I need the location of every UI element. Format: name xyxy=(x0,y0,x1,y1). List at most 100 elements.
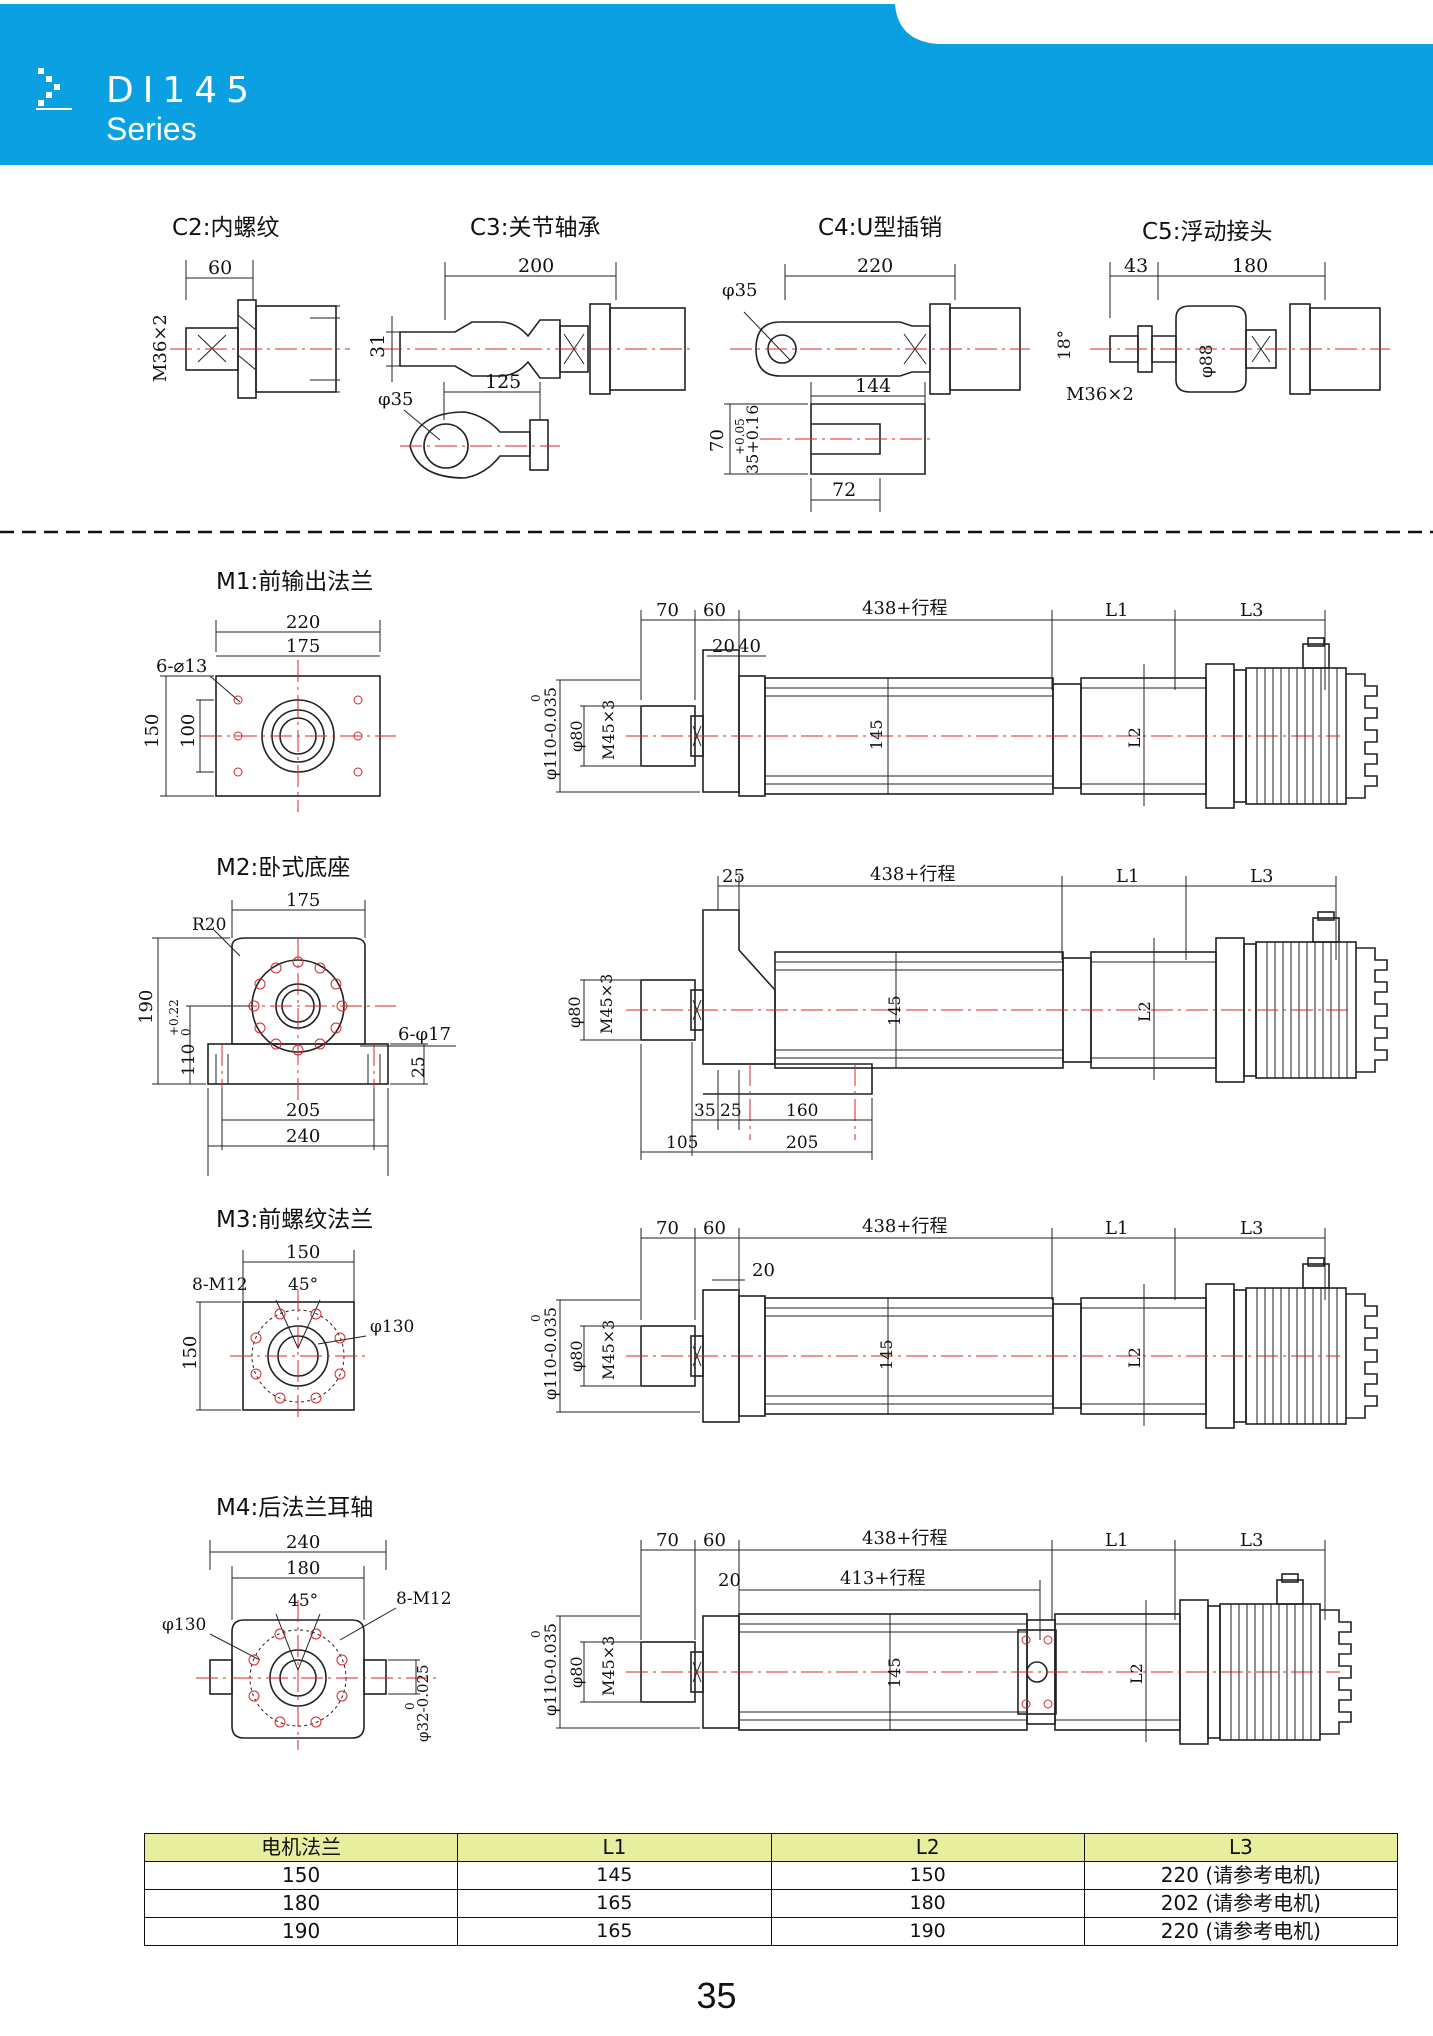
table-cell: 145 xyxy=(457,1861,772,1890)
svg-text:25: 25 xyxy=(722,866,745,887)
svg-text:φ80: φ80 xyxy=(565,996,584,1028)
m1-side-view: 70 60 438+行程 L1 L3 20 40 φ110-0.035 0 φ8… xyxy=(529,598,1378,809)
mounts-drawing: 220 175 6-⌀13 150 100 70 60 438+行程 L1 L3 xyxy=(136,598,1388,1750)
svg-text:0: 0 xyxy=(179,1028,193,1036)
svg-text:φ80: φ80 xyxy=(567,720,586,752)
svg-text:31: 31 xyxy=(367,334,389,358)
table-cell: 190 xyxy=(143,1917,459,1946)
svg-text:M45×3: M45×3 xyxy=(597,974,616,1034)
table-row: 150 145 150 220 (请参考电机) xyxy=(143,1861,1399,1890)
svg-text:100: 100 xyxy=(178,714,199,748)
svg-text:240: 240 xyxy=(286,1532,320,1553)
svg-text:6-⌀13: 6-⌀13 xyxy=(156,656,207,677)
svg-text:413+行程: 413+行程 xyxy=(840,1568,925,1589)
table-row: 190 165 190 220 (请参考电机) xyxy=(143,1917,1399,1946)
svg-text:0: 0 xyxy=(529,694,543,702)
table-header: L2 xyxy=(770,1833,1085,1862)
svg-text:18°: 18° xyxy=(1055,330,1075,360)
svg-text:L1: L1 xyxy=(1105,1530,1128,1551)
motor-flange-table: 电机法兰 L1 L2 L3 150 145 150 220 (请参考电机) 18… xyxy=(143,1833,1399,1946)
svg-text:60: 60 xyxy=(703,600,726,621)
svg-text:70: 70 xyxy=(656,600,679,621)
svg-text:+0.22: +0.22 xyxy=(167,999,181,1036)
svg-text:43: 43 xyxy=(1124,255,1148,277)
svg-text:φ130: φ130 xyxy=(370,1317,414,1337)
svg-text:205: 205 xyxy=(286,1100,320,1121)
svg-text:205: 205 xyxy=(786,1133,818,1153)
svg-text:20: 20 xyxy=(718,1570,741,1591)
svg-text:L3: L3 xyxy=(1240,1530,1263,1551)
svg-text:L3: L3 xyxy=(1240,600,1263,621)
svg-text:20: 20 xyxy=(712,636,735,657)
svg-text:R20: R20 xyxy=(192,915,226,935)
table-cell: 180 xyxy=(770,1889,1085,1918)
svg-text:150: 150 xyxy=(286,1242,320,1263)
svg-text:40: 40 xyxy=(738,636,761,657)
svg-text:L2: L2 xyxy=(1125,1347,1144,1368)
svg-text:L3: L3 xyxy=(1250,866,1273,887)
svg-text:60: 60 xyxy=(703,1218,726,1239)
svg-text:150: 150 xyxy=(142,714,163,748)
svg-text:L1: L1 xyxy=(1105,1218,1128,1239)
svg-text:φ110-0.035: φ110-0.035 xyxy=(541,1623,560,1716)
chevron-icon xyxy=(36,68,72,110)
svg-text:0: 0 xyxy=(529,1630,543,1638)
svg-text:145: 145 xyxy=(877,1339,896,1370)
svg-text:L2: L2 xyxy=(1125,727,1144,748)
svg-text:6-φ17: 6-φ17 xyxy=(398,1024,451,1045)
svg-text:70: 70 xyxy=(707,429,728,452)
svg-text:8-M12: 8-M12 xyxy=(396,1589,452,1609)
table-header: L3 xyxy=(1083,1833,1399,1862)
svg-text:220: 220 xyxy=(286,612,320,633)
svg-text:220: 220 xyxy=(857,255,893,277)
svg-text:240: 240 xyxy=(286,1126,320,1147)
svg-text:L1: L1 xyxy=(1105,600,1128,621)
table-cell: 202 (请参考电机) xyxy=(1083,1889,1399,1918)
svg-text:180: 180 xyxy=(286,1558,320,1579)
svg-text:145: 145 xyxy=(867,719,886,750)
svg-text:φ110-0.035: φ110-0.035 xyxy=(541,687,560,780)
svg-text:φ88: φ88 xyxy=(1197,344,1217,378)
c2-title: C2:内螺纹 xyxy=(172,215,280,241)
svg-text:70: 70 xyxy=(656,1530,679,1551)
svg-text:+0.05: +0.05 xyxy=(733,418,747,455)
svg-text:125: 125 xyxy=(485,371,521,393)
end-fittings-drawing: 60 M36×2 200 31 125 φ35 220 φ xyxy=(0,255,1433,534)
svg-text:M36×2: M36×2 xyxy=(150,314,171,382)
svg-text:φ80: φ80 xyxy=(567,1656,586,1688)
table-row: 180 165 180 202 (请参考电机) xyxy=(143,1889,1399,1918)
m3-title: M3:前螺纹法兰 xyxy=(216,1207,374,1233)
model-title: DI145 xyxy=(106,70,258,111)
m3-side-view: 70 60 438+行程 L1 L3 20 φ110-0.035 0 φ80 M… xyxy=(529,1216,1378,1429)
svg-text:200: 200 xyxy=(518,255,554,277)
c4-title: C4:U型插销 xyxy=(818,215,943,241)
svg-text:φ110-0.035: φ110-0.035 xyxy=(541,1307,560,1400)
svg-text:M45×3: M45×3 xyxy=(599,1636,618,1696)
table-cell: 180 xyxy=(143,1889,459,1918)
svg-text:438+行程: 438+行程 xyxy=(870,864,955,885)
svg-text:L1: L1 xyxy=(1116,866,1139,887)
svg-text:φ32-0.025: φ32-0.025 xyxy=(414,1664,432,1742)
table-cell: 220 (请参考电机) xyxy=(1083,1861,1399,1890)
c5-drawing: 43 180 φ88 18° M36×2 xyxy=(1055,255,1390,405)
m1-front-view: 220 175 6-⌀13 150 100 xyxy=(142,612,396,812)
table-header: L1 xyxy=(457,1833,772,1862)
m1-title: M1:前输出法兰 xyxy=(216,569,374,595)
table-header-row: 电机法兰 L1 L2 L3 xyxy=(143,1833,1399,1862)
table-header: 电机法兰 xyxy=(143,1833,459,1862)
svg-text:35: 35 xyxy=(694,1101,716,1121)
svg-text:8-M12: 8-M12 xyxy=(192,1275,248,1295)
m4-title: M4:后法兰耳轴 xyxy=(216,1495,374,1521)
svg-text:φ80: φ80 xyxy=(567,1340,586,1372)
m4-front-view: 240 180 45° 8-M12 φ130 φ32-0.025 0 xyxy=(162,1532,452,1750)
svg-text:45°: 45° xyxy=(288,1275,318,1295)
svg-text:L2: L2 xyxy=(1135,1001,1154,1022)
table-cell: 165 xyxy=(457,1917,772,1946)
svg-text:145: 145 xyxy=(885,1657,904,1688)
table-cell: 150 xyxy=(143,1861,459,1890)
svg-text:L2: L2 xyxy=(1127,1663,1146,1684)
c4-drawing: 220 φ35 144 70 35+0.16 +0.05 72 xyxy=(707,255,1030,512)
svg-text:110: 110 xyxy=(179,1044,199,1076)
table-cell: 190 xyxy=(770,1917,1085,1946)
m2-side-view: 25 438+行程 L1 L3 φ80 M45×3 145 L2 35 25 1… xyxy=(565,864,1388,1160)
